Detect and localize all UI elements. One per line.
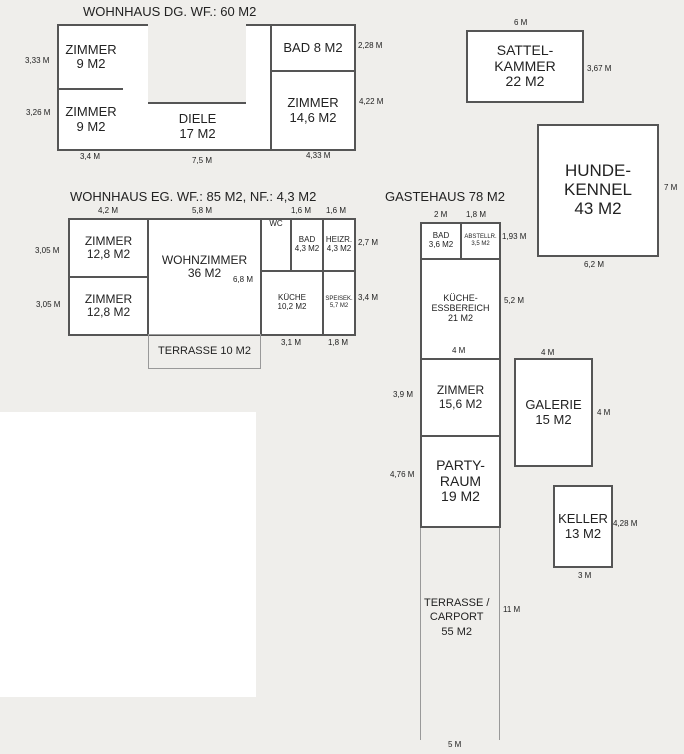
eg-speisekammer: SPEISEK.5,7 M2 bbox=[322, 270, 356, 336]
dim: 7,5 M bbox=[192, 156, 213, 165]
dim: 4,28 M bbox=[613, 519, 638, 528]
dim: 4,2 M bbox=[98, 206, 119, 215]
dim: 5,2 M bbox=[504, 296, 525, 305]
dim: 5 M bbox=[448, 740, 462, 749]
dim: 6,8 M bbox=[233, 275, 254, 284]
dim: 3,4 M bbox=[80, 152, 101, 161]
eg-title: WOHNHAUS EG. WF.: 85 M2, NF.: 4,3 M2 bbox=[70, 189, 317, 204]
dim: 3,67 M bbox=[587, 64, 612, 73]
eg-heizraum: HEIZR.4,3 M2 bbox=[322, 218, 356, 272]
dim: 3,33 M bbox=[25, 56, 50, 65]
dim: 11 M bbox=[503, 605, 521, 614]
dim: 6 M bbox=[514, 18, 528, 27]
gaste-abstellraum: ABSTELLR.3,5 M2 bbox=[460, 222, 501, 260]
dim: 7 M bbox=[664, 183, 678, 192]
dim: 3,26 M bbox=[26, 108, 51, 117]
eg-terrasse: TERRASSE 10 M2 bbox=[148, 334, 261, 369]
dim: 3,9 M bbox=[393, 390, 414, 399]
dim: 1,93 M bbox=[502, 232, 527, 241]
dim: 4,76 M bbox=[390, 470, 415, 479]
dim: 4 M bbox=[597, 408, 611, 417]
dim: 3 M bbox=[578, 571, 592, 580]
blank-area bbox=[0, 412, 256, 697]
dim: 4 M bbox=[452, 346, 466, 355]
dim: 4,22 M bbox=[359, 97, 384, 106]
dim: 1,8 M bbox=[328, 338, 349, 347]
eg-wc: WC bbox=[260, 218, 292, 272]
dg-diele-hall-2 bbox=[246, 24, 272, 104]
dim: 1,6 M bbox=[326, 206, 347, 215]
dim: 3,05 M bbox=[36, 300, 61, 309]
dg-bad: BAD 8 M2 bbox=[270, 24, 356, 72]
dg-diele-hall bbox=[123, 24, 148, 104]
dim: 1,8 M bbox=[466, 210, 487, 219]
dim: 1,6 M bbox=[291, 206, 312, 215]
dim: 3,05 M bbox=[35, 246, 60, 255]
dim: 3,4 M bbox=[358, 293, 379, 302]
dim: 4 M bbox=[541, 348, 555, 357]
dim: 4,33 M bbox=[306, 151, 331, 160]
dg-title: WOHNHAUS DG. WF.: 60 M2 bbox=[83, 4, 257, 19]
dim: 2,7 M bbox=[358, 238, 379, 247]
gaste-title: GASTEHAUS 78 M2 bbox=[385, 189, 505, 204]
dim: 2 M bbox=[434, 210, 448, 219]
dim: 3,1 M bbox=[281, 338, 302, 347]
dim: 5,8 M bbox=[192, 206, 213, 215]
dim: 2,28 M bbox=[358, 41, 383, 50]
dim: 6,2 M bbox=[584, 260, 605, 269]
